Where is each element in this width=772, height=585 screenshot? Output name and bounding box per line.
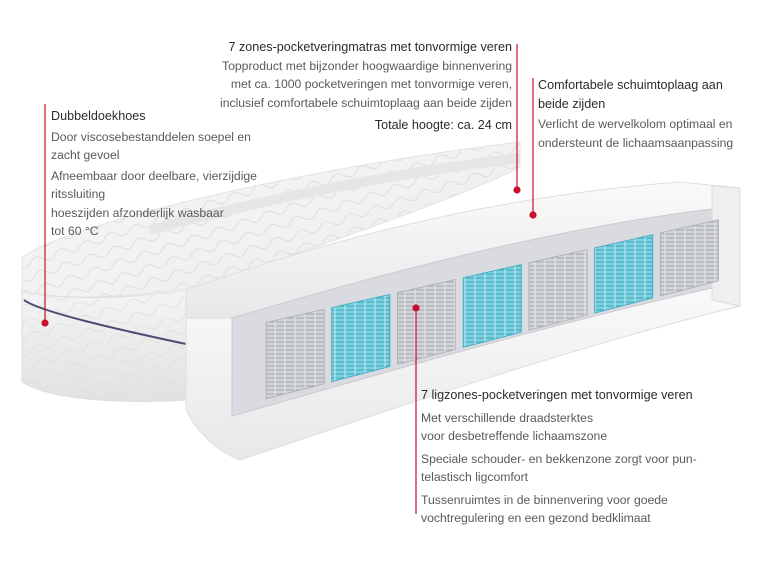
- callout-right: Comfortabele schuimtoplaag aan beide zij…: [538, 76, 733, 152]
- marker-top: [513, 186, 521, 194]
- callout-right-line: Verlicht de wervelkolom optimaal en: [538, 117, 733, 131]
- callout-right-line: ondersteunt de lichaamsaanpassing: [538, 135, 734, 150]
- callout-top-line: inclusief comfortabele schuimtoplaag aan…: [219, 95, 512, 110]
- side-quilt-pattern: [22, 290, 188, 402]
- spring-zone-grey: [659, 219, 719, 297]
- total-height: Totale hoogte: ca. 24 cm: [374, 118, 512, 132]
- spring-zone-grey: [265, 308, 325, 400]
- callout-left-title: Dubbeldoekhoes: [51, 109, 146, 123]
- callout-bottom: 7 ligzones-pocketveringen met tonvormige…: [421, 386, 697, 528]
- callout-left-line: zacht gevoel: [51, 148, 120, 162]
- callout-bottom-line: vochtregulering en een gezond bedklimaat: [421, 511, 651, 525]
- callout-right-title: Comfortabele schuimtoplaag aan: [538, 78, 723, 92]
- spring-zones: [265, 219, 719, 400]
- callout-top: 7 zones-pocketveringmatras met tonvormig…: [200, 38, 512, 135]
- callout-bottom-title: 7 ligzones-pocketveringen met tonvormige…: [421, 388, 693, 402]
- spring-zone-blue: [594, 234, 654, 314]
- marker-right: [529, 211, 537, 219]
- zipper-seam: [23, 299, 187, 345]
- callout-right-title: beide zijden: [538, 96, 606, 111]
- spring-zone-grey: [528, 249, 588, 331]
- callout-top-line: met ca. 1000 pocketveringen met tonvormi…: [230, 77, 512, 91]
- callout-left-line: tot 60 °C: [51, 224, 99, 238]
- callout-top-title: 7 zones-pocketveringmatras met tonvormig…: [228, 40, 513, 54]
- callout-left: Dubbeldoekhoes Door viscosebestanddelen …: [51, 107, 257, 241]
- quilt-ribbon: [148, 153, 521, 235]
- callout-bottom-line: Tussenruimtes in de binnenvering voor go…: [421, 492, 668, 507]
- callout-left-line: hoeszijden afzonderlijk wasbaar: [51, 205, 224, 220]
- callout-left-line: Afneembaar door deelbare, vierzijdige: [51, 168, 257, 183]
- spring-zone-grey: [397, 278, 457, 366]
- spring-zone-blue: [331, 293, 391, 383]
- callout-bottom-line: telastisch ligcomfort: [421, 470, 529, 484]
- callout-left-line: Door viscosebestanddelen soepel en: [51, 129, 251, 144]
- marker-left: [41, 319, 49, 327]
- marker-bottom: [412, 304, 420, 312]
- spring-zone-blue: [462, 264, 522, 348]
- callout-bottom-line: voor desbetreffende lichaamszone: [421, 429, 608, 443]
- callout-bottom-line: Met verschillende draadsterktes: [421, 410, 594, 425]
- callout-bottom-line: Speciale schouder- en bekkenzone zorgt v…: [421, 451, 697, 466]
- callout-left-line: ritssluiting: [51, 187, 106, 201]
- callout-top-line: Topproduct met bijzonder hoogwaardige bi…: [222, 58, 512, 73]
